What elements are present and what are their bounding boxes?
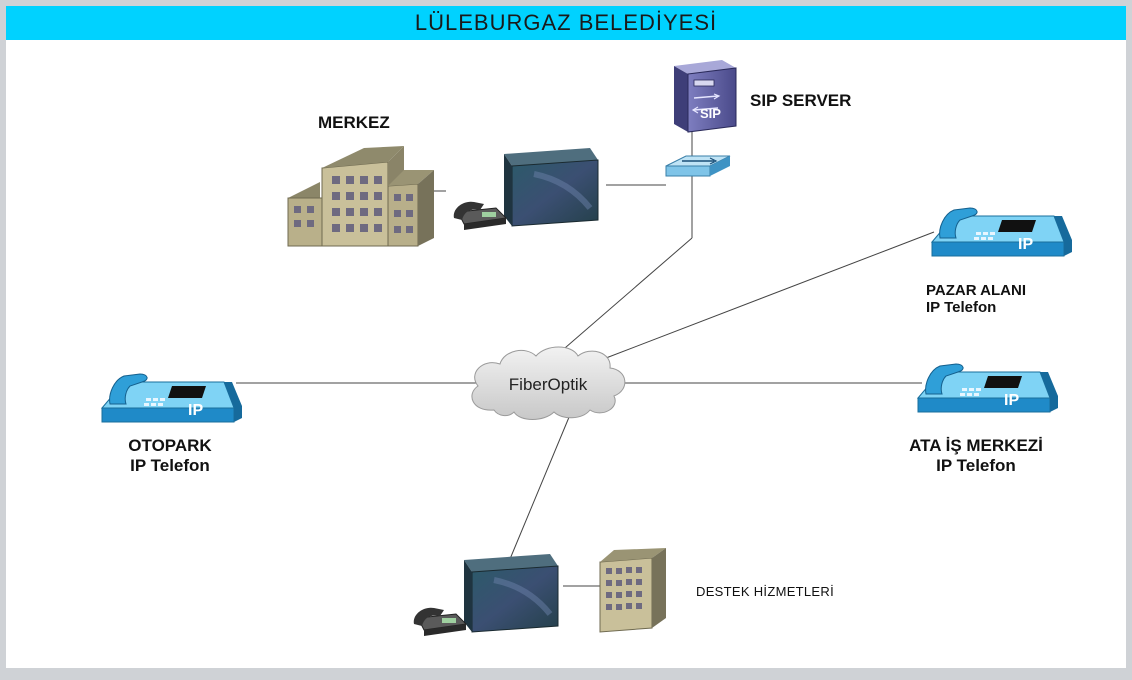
merkez-building-icon <box>287 146 434 247</box>
otopark-label-line2: IP Telefon <box>130 456 210 475</box>
ip-badge: IP <box>1004 392 1019 409</box>
otopark-ip-phone-icon: IP <box>101 373 243 423</box>
ip-badge: IP <box>1018 236 1033 253</box>
page-title: LÜLEBURGAZ BELEDİYESİ <box>414 10 718 35</box>
pazar-label-line1: PAZAR ALANI <box>926 282 1026 299</box>
sip-server-icon: SIP <box>674 60 737 133</box>
ata-label: ATA İŞ MERKEZİ IP Telefon <box>866 436 1086 476</box>
ata-ip-phone-icon: IP <box>917 363 1059 413</box>
cloud-label: FiberOptik <box>509 375 588 394</box>
otopark-label-line1: OTOPARK <box>128 436 212 455</box>
diagram-frame: LÜLEBURGAZ BELEDİYESİ <box>6 6 1126 668</box>
sip-server-label: SIP SERVER <box>750 91 852 110</box>
destek-label: DESTEK HİZMETLERİ <box>696 584 835 599</box>
fiberoptik-cloud-icon: FiberOptik <box>471 346 626 420</box>
connection-lines <box>236 126 935 587</box>
destek-pbx-icon <box>414 554 558 636</box>
sip-badge: SIP <box>700 106 721 121</box>
merkez-label: MERKEZ <box>318 113 390 132</box>
ata-label-line2: IP Telefon <box>936 456 1016 475</box>
merkez-pbx-icon <box>454 148 598 230</box>
network-diagram: SIP FiberOptik IP IP IP <box>101 60 1073 668</box>
pazar-label: PAZAR ALANI IP Telefon <box>926 282 1026 316</box>
pazar-ip-phone-icon: IP <box>931 207 1073 257</box>
switch-icon <box>665 155 731 177</box>
ip-badge: IP <box>188 402 203 419</box>
ata-label-line1: ATA İŞ MERKEZİ <box>909 436 1043 455</box>
pazar-label-line2: IP Telefon <box>926 299 997 316</box>
destek-building-icon <box>599 548 666 633</box>
title-bar: LÜLEBURGAZ BELEDİYESİ <box>6 6 1126 40</box>
otopark-label: OTOPARK IP Telefon <box>96 436 244 476</box>
